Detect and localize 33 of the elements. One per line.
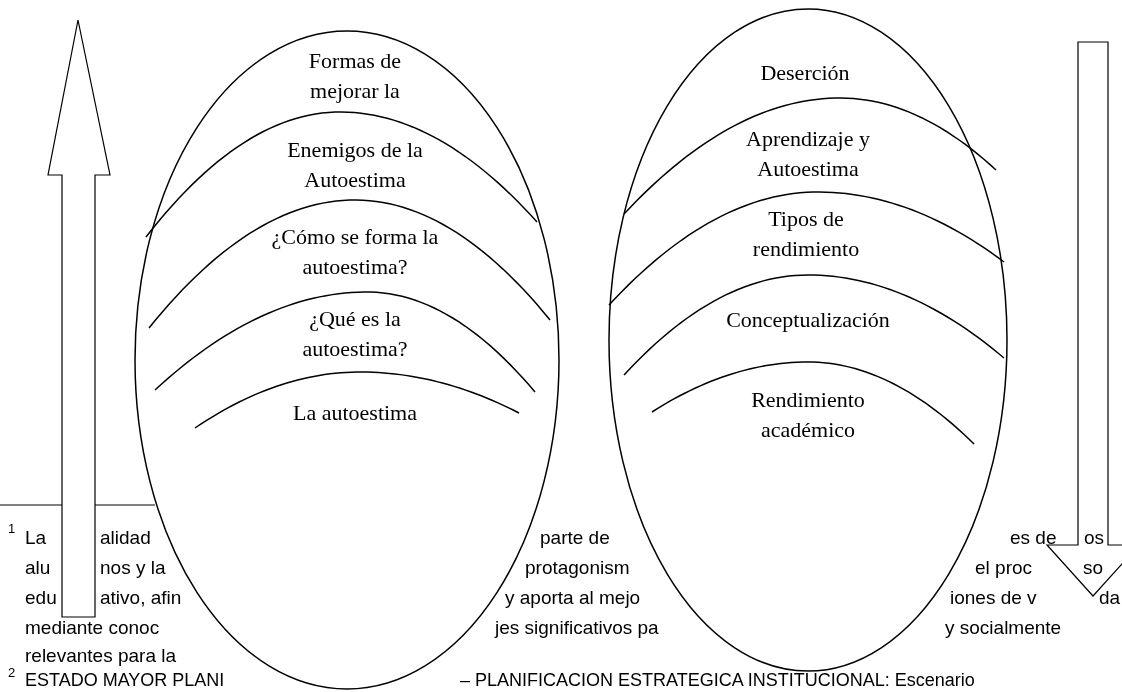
footnote-number: 1 (8, 522, 16, 536)
footnote-text: La (25, 527, 47, 549)
footnote-text: alidad (100, 527, 151, 549)
footnote-text: y aporta al mejo (505, 587, 641, 609)
band-label: Rendimiento académico (738, 385, 878, 445)
footnote-text: alu (25, 557, 51, 579)
band-label: Deserción (705, 58, 905, 88)
footnote-text: ativo, afin (100, 587, 182, 609)
footnote-text: mediante conoc (25, 617, 160, 639)
footnote-text: protagonism (525, 557, 630, 579)
band-label: La autoestima (255, 398, 455, 428)
footnote-text: da (1099, 587, 1121, 609)
band-label: ¿Qué es la autoestima? (295, 304, 415, 364)
footnote-text: el proc (975, 557, 1033, 579)
band-label: ¿Cómo se forma la autoestima? (255, 222, 455, 282)
footnote-text: os (1084, 527, 1105, 549)
band-label: Formas de mejorar la (290, 46, 420, 106)
footnote-text: relevantes para la (25, 645, 177, 667)
footnote-text: ESTADO MAYOR PLANI (25, 669, 225, 691)
footnote-text: edu (25, 587, 57, 609)
band-label: Conceptualización (698, 305, 918, 335)
footnote-text: iones de v (950, 587, 1037, 609)
footnote-text: es de (1010, 527, 1057, 549)
footnote-text: parte de (540, 527, 610, 549)
footnote-number: 2 (8, 666, 16, 680)
band-label: Aprendizaje y Autoestima (733, 124, 883, 184)
footnote-text: jes significativos pa (495, 617, 659, 639)
band-label: Tipos de rendimiento (741, 204, 871, 264)
band-label: Enemigos de la Autoestima (277, 135, 433, 195)
footnote-text: – PLANIFICACION ESTRATEGICA INSTITUCIONAL: Escenario (460, 669, 975, 691)
footnote-text: nos y la (100, 557, 166, 579)
footnote-text: so (1083, 557, 1104, 579)
footnote-text: y socialmente (945, 617, 1062, 639)
